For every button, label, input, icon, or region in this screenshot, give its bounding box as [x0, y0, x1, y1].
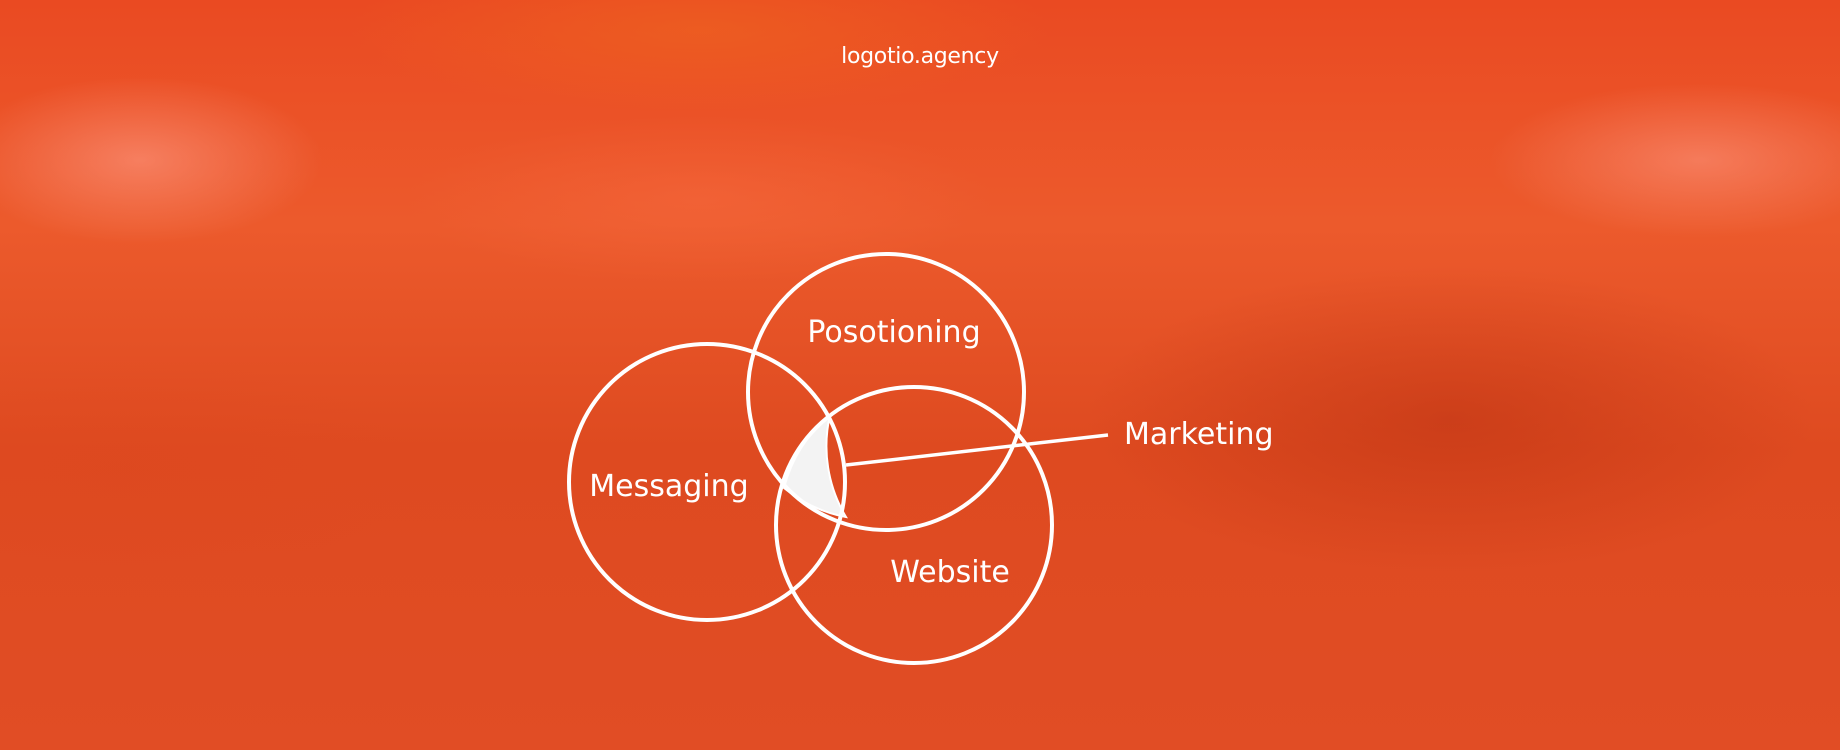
positioning-circle — [746, 252, 1026, 532]
logo: logotio.agency — [0, 44, 1840, 69]
positioning-label: Posotioning — [807, 315, 980, 350]
website-circle — [774, 385, 1054, 665]
messaging-circle — [567, 342, 847, 622]
marketing-label: Marketing — [1124, 417, 1274, 452]
marketing-leader-line — [845, 433, 1109, 467]
logo-text: logotio.agency — [841, 44, 999, 69]
messaging-label: Messaging — [589, 469, 748, 504]
website-label: Website — [890, 555, 1010, 590]
